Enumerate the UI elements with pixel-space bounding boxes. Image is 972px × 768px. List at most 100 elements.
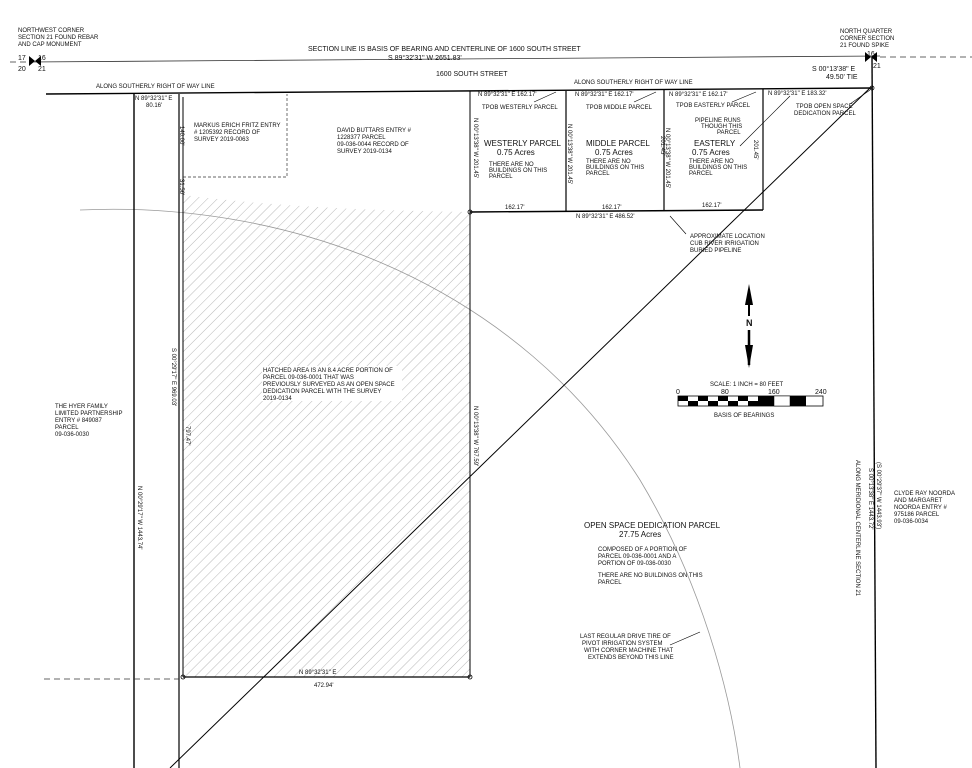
leader-tpob-w — [533, 91, 557, 103]
dim-31: 31.56' — [178, 179, 184, 195]
row-label-west: ALONG SOUTHERLY RIGHT OF WAY LINE — [96, 84, 215, 90]
tie-distance: 49.50' TIE — [826, 74, 858, 81]
north-arrow-icon — [745, 284, 753, 368]
scale-labels: SCALE: 1 INCH = 80 FEET 0 80 160 240 BAS… — [676, 382, 827, 419]
west-strip-bearing: N 89°32'31" E — [135, 96, 172, 102]
svg-text:PARCEL: PARCEL — [717, 130, 741, 136]
street-name: 1600 SOUTH STREET — [436, 71, 508, 78]
svg-text:NORTH QUARTER: NORTH QUARTER — [840, 29, 893, 35]
svg-text:PARCEL: PARCEL — [689, 171, 713, 177]
easterly-parcel: N 89°32'31" E 162.17' TPOB EASTERLY PARC… — [664, 92, 758, 209]
svg-text:BUILDINGS ON THIS: BUILDINGS ON THIS — [489, 168, 547, 174]
svg-text:16: 16 — [867, 51, 875, 58]
section-line — [29, 55, 881, 63]
svg-text:PARCEL: PARCEL — [598, 580, 622, 586]
corner-point — [869, 85, 875, 91]
nq-monument-icon — [865, 52, 877, 62]
svg-text:HATCHED AREA IS AN 8.4 ACRE PO: HATCHED AREA IS AN 8.4 ACRE PORTION OF — [263, 368, 393, 374]
svg-text:BURIED PIPELINE: BURIED PIPELINE — [690, 248, 741, 254]
svg-text:SURVEY 2019-0063: SURVEY 2019-0063 — [194, 137, 249, 143]
svg-text:DAVID BUTTARS ENTRY #: DAVID BUTTARS ENTRY # — [337, 128, 412, 134]
svg-text:BUILDINGS ON THIS: BUILDINGS ON THIS — [689, 165, 747, 171]
tie-bearing: S 00°13'38" E — [812, 65, 856, 73]
corner-point — [180, 674, 186, 680]
svg-text:201.45': 201.45' — [752, 140, 758, 160]
svg-text:WITH CORNER MACHINE THAT: WITH CORNER MACHINE THAT — [584, 648, 673, 654]
parcel-bottom-line — [469, 209, 764, 213]
svg-text:27.75 Acres: 27.75 Acres — [619, 530, 661, 539]
svg-text:AND CAP MONUMENT: AND CAP MONUMENT — [18, 42, 82, 48]
hatch-note: HATCHED AREA IS AN 8.4 ACRE PORTION OF P… — [262, 366, 402, 402]
svg-text:PIPELINE RUNS: PIPELINE RUNS — [695, 118, 741, 124]
svg-text:162.17': 162.17' — [505, 205, 525, 211]
svg-text:0.75 Acres: 0.75 Acres — [692, 148, 730, 157]
svg-text:EASTERLY: EASTERLY — [694, 139, 736, 148]
pipeline-line — [169, 87, 871, 768]
svg-text:BASIS OF BEARINGS: BASIS OF BEARINGS — [714, 413, 774, 419]
svg-text:LIMITED PARTNERSHIP: LIMITED PARTNERSHIP — [55, 411, 122, 417]
svg-text:09-036-0034: 09-036-0034 — [894, 519, 929, 525]
svg-text:17: 17 — [18, 55, 26, 62]
svg-text:PORTION OF 09-036-0030: PORTION OF 09-036-0030 — [598, 561, 672, 567]
hyer-label: THE HYER FAMILY LIMITED PARTNERSHIP ENTR… — [55, 404, 122, 438]
svg-text:MARKUS ERICH FRITZ ENTRY: MARKUS ERICH FRITZ ENTRY — [194, 123, 281, 129]
row-line — [45, 87, 873, 95]
svg-text:TPOB EASTERLY PARCEL: TPOB EASTERLY PARCEL — [676, 103, 751, 109]
svg-text:LAST REGULAR DRIVE TIRE OF: LAST REGULAR DRIVE TIRE OF — [580, 634, 671, 640]
svg-text:0.75 Acres: 0.75 Acres — [497, 148, 535, 157]
svg-text:PARCEL: PARCEL — [586, 171, 610, 177]
svg-text:NORTHWEST CORNER: NORTHWEST CORNER — [18, 28, 85, 34]
svg-text:DEDICATION PARCEL WITH THE SUR: DEDICATION PARCEL WITH THE SURVEY — [263, 389, 381, 395]
svg-text:THE HYER FAMILY: THE HYER FAMILY — [55, 404, 108, 410]
westerly-parcel: N 89°32'31" E 162.17' TPOB WESTERLY PARC… — [472, 92, 561, 211]
svg-text:21: 21 — [873, 63, 881, 70]
svg-text:N 89°32'31" E 162.17': N 89°32'31" E 162.17' — [478, 92, 537, 98]
svg-text:SECTION 21 FOUND REBAR: SECTION 21 FOUND REBAR — [18, 35, 99, 41]
row-label-east: ALONG SOUTHERLY RIGHT OF WAY LINE — [574, 80, 693, 86]
svg-text:PARCEL: PARCEL — [55, 425, 79, 431]
svg-text:N 00°13'38" W 201.45': N 00°13'38" W 201.45' — [566, 124, 572, 184]
svg-text:NOORDA ENTRY #: NOORDA ENTRY # — [894, 505, 947, 511]
svg-text:SURVEY 2019-0134: SURVEY 2019-0134 — [337, 149, 392, 155]
markus-label: MARKUS ERICH FRITZ ENTRY # 1205392 RECOR… — [194, 123, 281, 143]
svg-text:09-036-0030: 09-036-0030 — [55, 432, 90, 438]
north-label: N — [746, 318, 753, 328]
svg-text:CLYDE RAY NOORDA: CLYDE RAY NOORDA — [894, 491, 955, 497]
svg-text:162.17': 162.17' — [602, 205, 622, 211]
middle-parcel: N 89°32'31" E 162.17' TPOB MIDDLE PARCEL… — [566, 92, 665, 211]
svg-text:MIDDLE PARCEL: MIDDLE PARCEL — [586, 139, 650, 148]
corner-point — [467, 209, 473, 215]
svg-text:APPROXIMATE LOCATION: APPROXIMATE LOCATION — [690, 234, 765, 240]
dim-hatch-south-bearing: N 89°32'31" E — [299, 670, 336, 676]
svg-text:ENTRY # 849087: ENTRY # 849087 — [55, 418, 102, 424]
nw-section-numbers: 17 16 20 21 — [18, 55, 46, 73]
svg-text:TPOB OPEN SPACE: TPOB OPEN SPACE — [796, 104, 853, 110]
scale-bar — [677, 395, 824, 407]
svg-text:N 89°32'31" E 162.17': N 89°32'31" E 162.17' — [575, 92, 634, 98]
svg-text:975186 PARCEL: 975186 PARCEL — [894, 512, 940, 518]
svg-text:09-036-0044 RECORD OF: 09-036-0044 RECORD OF — [337, 142, 409, 148]
hatched-area — [183, 195, 470, 677]
svg-text:240: 240 — [815, 389, 827, 396]
nw-monument-icon — [29, 56, 41, 66]
nq-section-numbers: 16 21 — [867, 51, 881, 70]
leader-pipeline — [669, 215, 687, 235]
pivot-note: LAST REGULAR DRIVE TIRE OF PIVOT IRRIGAT… — [580, 634, 674, 661]
svg-text:162.17': 162.17' — [702, 203, 722, 209]
svg-text:21: 21 — [38, 66, 46, 73]
pipeline-label: APPROXIMATE LOCATION CUB RIVER IRRIGATIO… — [690, 234, 765, 254]
svg-text:CORNER SECTION: CORNER SECTION — [840, 36, 894, 42]
section-line-bearing: S 89°32'31" W 2651.83' — [388, 54, 462, 62]
svg-text:PIVOT IRRIGATION SYSTEM: PIVOT IRRIGATION SYSTEM — [582, 641, 662, 647]
svg-text:N 00°13'38" W 201.45': N 00°13'38" W 201.45' — [664, 128, 670, 188]
svg-text:16: 16 — [38, 55, 46, 62]
svg-text:COMPOSED OF A PORTION OF: COMPOSED OF A PORTION OF — [598, 547, 687, 553]
svg-text:0.75 Acres: 0.75 Acres — [595, 148, 633, 157]
svg-text:1228377 PARCEL: 1228377 PARCEL — [337, 135, 386, 141]
section-line-note: SECTION LINE IS BASIS OF BEARING AND CEN… — [308, 46, 581, 53]
pipeline-runs-note: PIPELINE RUNS THOUGH THIS PARCEL — [695, 118, 742, 136]
east-measured: S 00°13'38" E 1443.72' — [867, 468, 873, 530]
svg-text:THERE ARE NO: THERE ARE NO — [689, 159, 734, 165]
dim-far-west: N 00°29'17" W 1443.74' — [136, 486, 142, 550]
